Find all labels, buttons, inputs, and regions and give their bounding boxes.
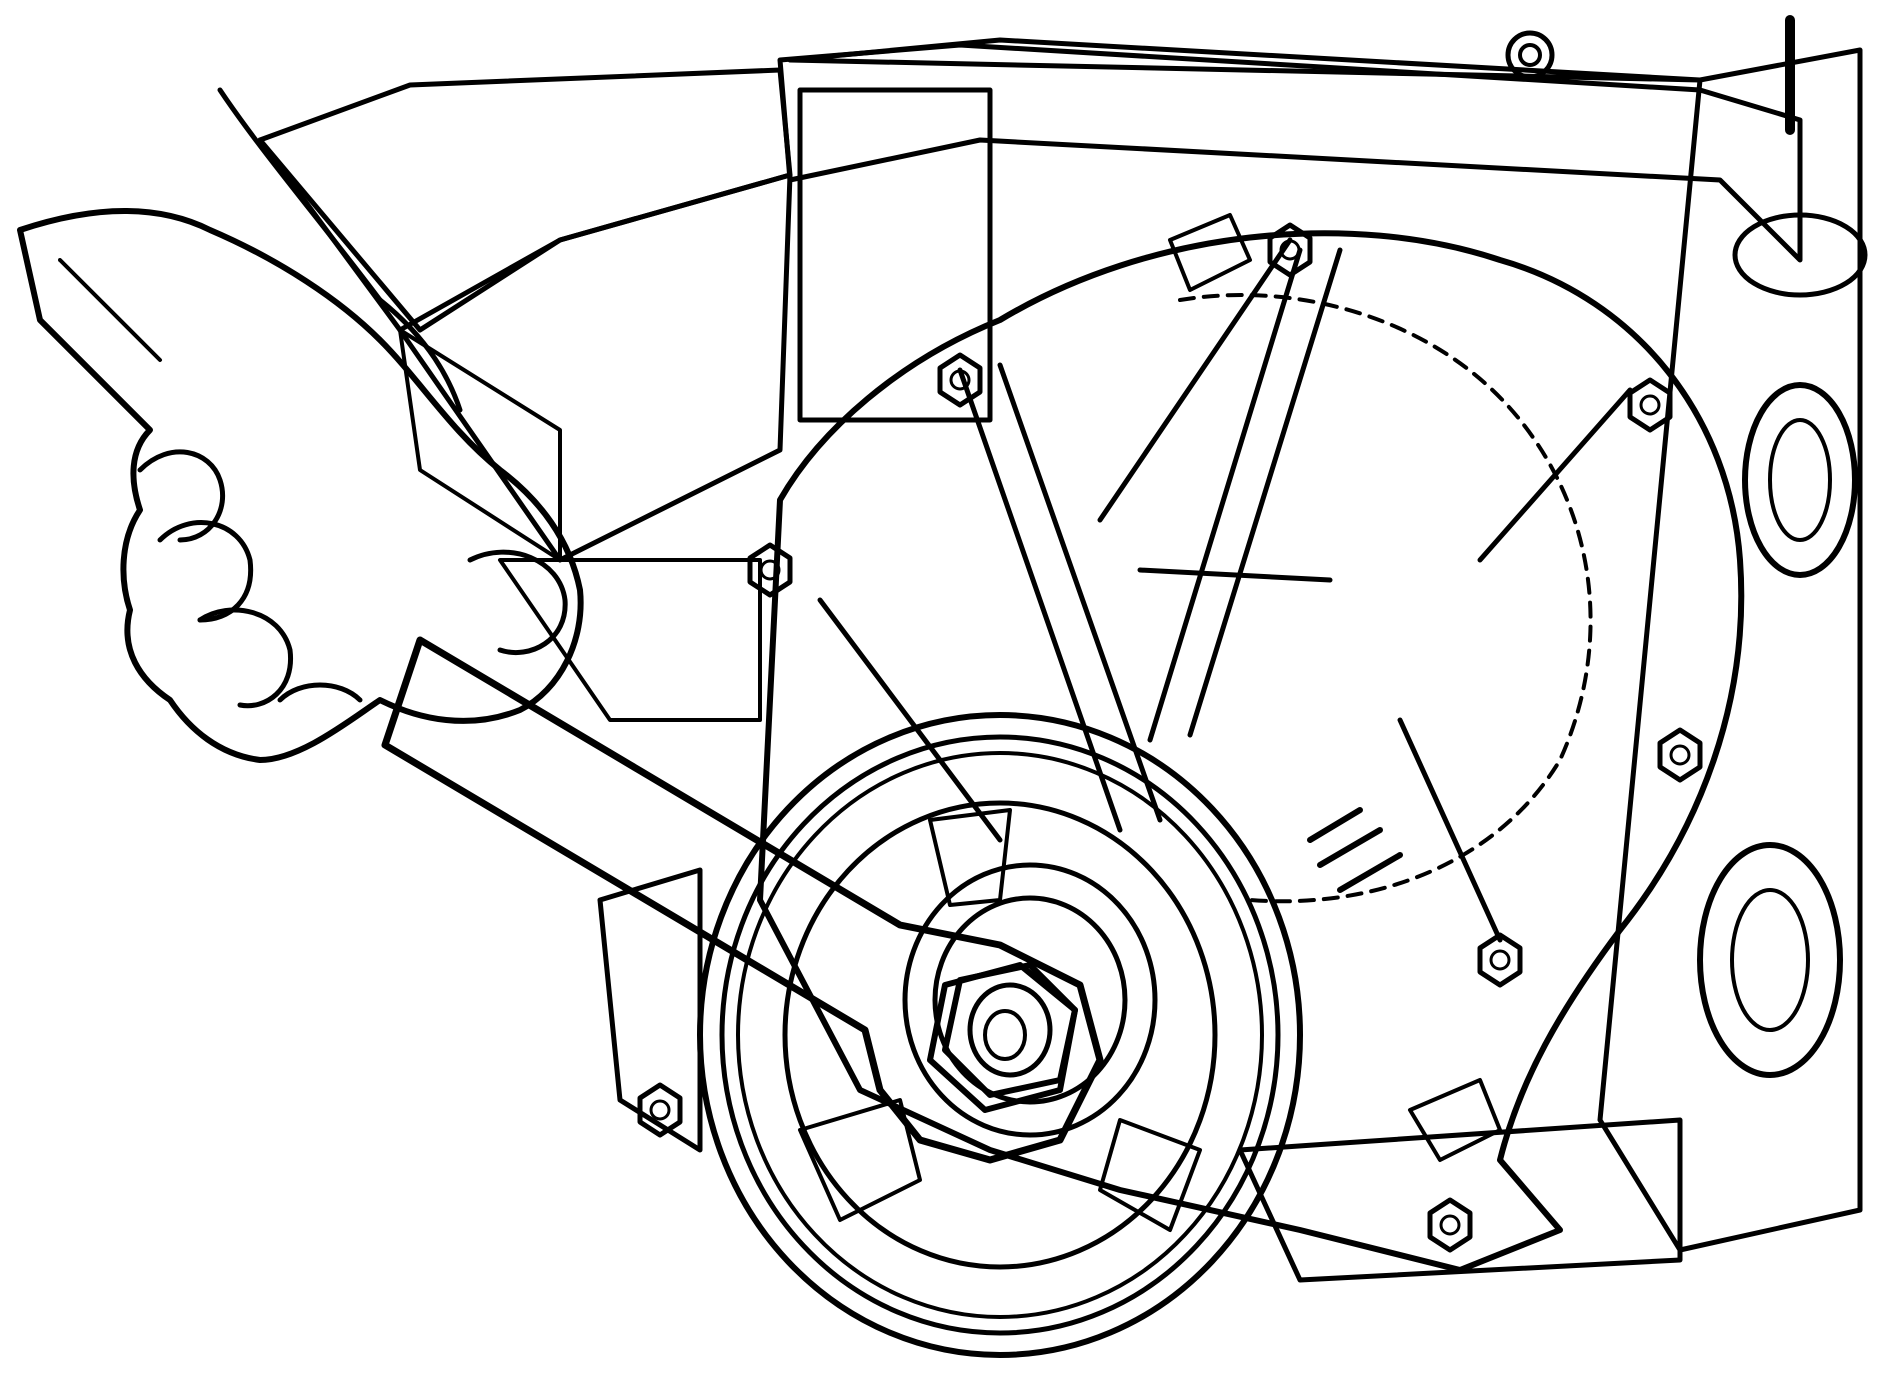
bolt-icon	[1627, 377, 1673, 433]
bolt-icon	[1657, 727, 1703, 783]
cover-bolts	[637, 222, 1703, 1253]
bolt-icon	[1267, 222, 1313, 278]
crankshaft-pulley	[697, 712, 1303, 1358]
bolt-icon	[1427, 1197, 1473, 1253]
timing-cover	[757, 213, 1745, 1273]
hand-icon	[17, 87, 584, 763]
bolt-icon	[937, 352, 983, 408]
bolt-icon	[1477, 932, 1523, 988]
bolt-icon	[747, 542, 793, 598]
wrench-icon	[381, 636, 1104, 1164]
oil-sump	[257, 67, 793, 722]
engine-block	[597, 15, 1868, 1283]
bolt-icon	[637, 1082, 683, 1138]
